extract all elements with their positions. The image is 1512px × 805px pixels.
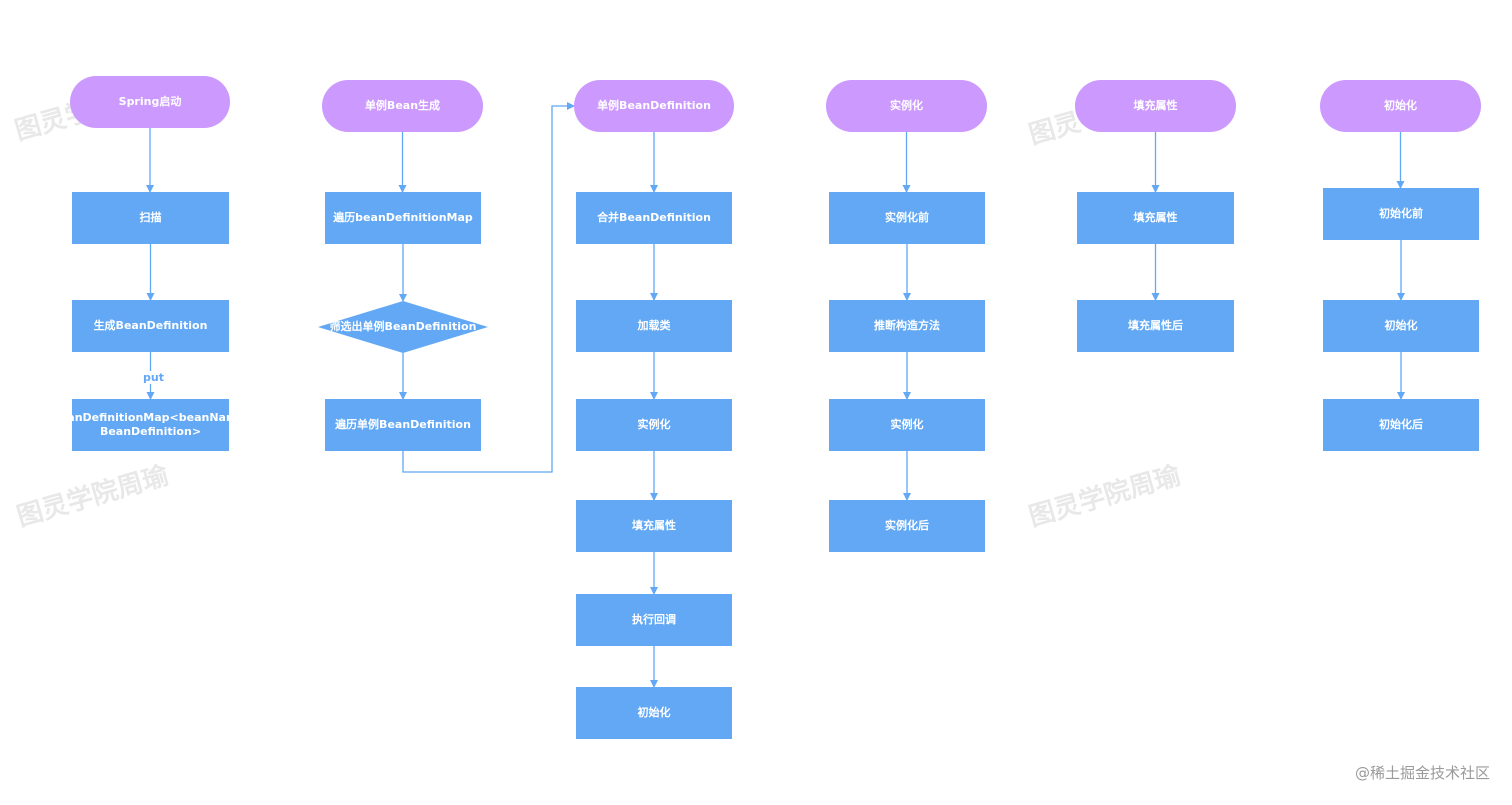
flow-process-node: 遍历beanDefinitionMap: [325, 192, 481, 244]
flow-start-node: Spring启动: [70, 76, 230, 128]
flow-process-node: 加载类: [576, 300, 732, 352]
flow-process-node: 初始化前: [1323, 188, 1479, 240]
flow-process-node: 实例化: [576, 399, 732, 451]
flow-start-node: 填充属性: [1075, 80, 1236, 132]
flow-process-node: beanDefinitionMap<beanName, BeanDefiniti…: [52, 399, 249, 451]
edge-label: put: [141, 371, 166, 384]
flow-start-node: 单例Bean生成: [322, 80, 483, 132]
site-credit: @稀土掘金技术社区: [1354, 764, 1490, 782]
flow-decision-node: 筛选出单例BeanDefinition: [318, 301, 488, 353]
flow-process-node: 实例化后: [829, 500, 985, 552]
flow-process-node: 初始化: [576, 687, 732, 739]
flow-process-node: 遍历单例BeanDefinition: [325, 399, 481, 451]
flow-process-node: 初始化: [1323, 300, 1479, 352]
flow-process-node: 扫描: [72, 192, 229, 244]
flow-process-node: 填充属性: [576, 500, 732, 552]
watermark: 图灵学院周瑜: [13, 460, 172, 533]
watermark: 图灵学院周瑜: [1025, 460, 1184, 533]
flow-process-node: 实例化: [829, 399, 985, 451]
flow-process-node: 实例化前: [829, 192, 985, 244]
flow-process-node: 初始化后: [1323, 399, 1479, 451]
flow-process-node: 生成BeanDefinition: [72, 300, 229, 352]
flow-process-node: 执行回调: [576, 594, 732, 646]
flow-process-node: 填充属性后: [1077, 300, 1234, 352]
flow-start-node: 初始化: [1320, 80, 1481, 132]
flow-start-node: 单例BeanDefinition: [574, 80, 734, 132]
flow-start-node: 实例化: [826, 80, 987, 132]
flow-process-node: 推断构造方法: [829, 300, 985, 352]
flow-process-node: 合并BeanDefinition: [576, 192, 732, 244]
flow-process-node: 填充属性: [1077, 192, 1234, 244]
